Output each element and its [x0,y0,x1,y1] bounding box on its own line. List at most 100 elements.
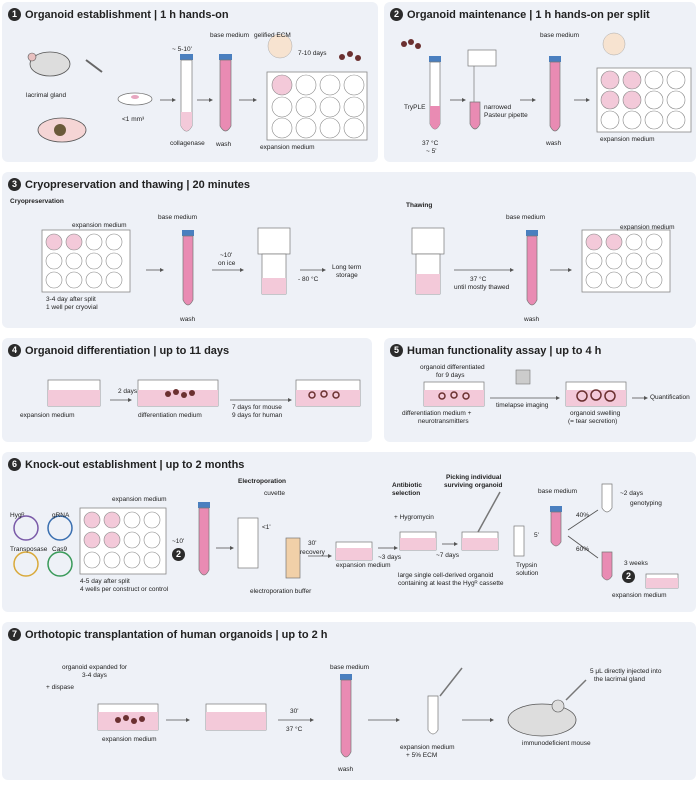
step-number-4: 4 [8,344,21,357]
label-hyg: Hygᴿ [10,512,25,519]
panel-5-illustration [423,369,648,407]
label-organoid-swelling: organoid swelling [570,410,621,417]
step-number-7: 7 [8,628,21,641]
label-hygromycin: + Hygromycin [394,514,434,521]
label-base-medium: base medium [210,32,250,39]
label-base-medium: base medium [330,664,370,671]
tube-icon [513,525,525,557]
label-storage: storage [336,272,358,279]
label-grna: gRNA [52,512,70,519]
plasmid-icon [13,551,39,577]
label-time-1: ~ 5-10' [172,46,192,53]
label-transposase: Transposase [10,546,48,553]
tube-icon [219,54,232,60]
label-ice-time: ~10' [220,252,233,259]
label-wash: wash [216,141,232,148]
label-temperature: 37 °C [422,140,439,147]
label-expansion-medium-2: expansion medium [336,562,391,569]
label-wash: wash [180,316,196,323]
label-time: ~ 5' [426,148,437,155]
label-base-medium: base medium [538,488,578,495]
label-human-days: 9 days for human [232,412,283,419]
pipette-icon [477,491,501,533]
label-after-split: 3-4 day after split [46,296,96,303]
label-long-term: Long term [332,264,362,271]
label-cryopreservation: Cryopreservation [10,198,64,205]
label-hyg-cassette: containing at least the Hygᴿ cassette [398,580,504,587]
step-number-6: 6 [8,458,21,471]
label-cuvette: cuvette [264,490,285,497]
tube-icon [427,695,439,735]
label-expansion-medium: expansion medium [20,412,75,419]
label-time-10: ~10' [172,538,185,545]
plasmid-icon [47,515,73,541]
label-narrowed: narrowed [484,104,512,111]
cuvette-icon [237,517,259,569]
step-number-2-ref-b: 2 [622,570,635,583]
tube-icon [526,230,538,236]
label-solution: solution [516,570,539,577]
label-base-medium: base medium [158,214,198,221]
syringe-icon [439,667,463,697]
label-differentiation-medium: differentiation medium [138,412,202,419]
label-pasteur-pipette: Pasteur pipette [484,112,528,119]
label-minus-80: - 80 °C [298,276,319,283]
mouse-icon [507,703,577,737]
tube-icon [340,674,352,680]
label-quantification: Quantification [650,394,690,401]
label-time-30: 30' [308,540,317,547]
label-time-1: <1' [262,524,271,531]
tube-icon [180,54,193,60]
cryovial-icon [257,227,291,255]
label-injected: 5 μL directly injected into [590,668,662,675]
label-3-4-days: 3-4 days [82,672,107,679]
label-temperature: 37 °C [286,726,303,733]
panel-4-illustration [47,379,361,407]
label-time-30: 30' [290,708,299,715]
label-thawing: Thawing [406,202,433,209]
label-selection: selection [392,490,421,497]
label-wash: wash [338,766,354,773]
label-time-5: 5' [534,532,539,539]
label-7-days: ~7 days [436,552,459,559]
label-base-medium: base medium [540,32,580,39]
label-dispase: + dispase [46,684,75,691]
label-expansion-medium: expansion medium [112,496,167,503]
label-tear-secretion: (= tear secretion) [568,418,618,425]
label-expansion-medium-3: expansion medium [612,592,667,599]
label-days: 7-10 days [298,50,327,57]
label-trypsin: Trypsin [516,562,538,569]
label-expansion-medium: expansion medium [260,144,315,151]
label-expansion-medium: expansion medium [600,136,655,143]
label-electroporation-buffer: electroporation buffer [250,588,312,595]
plasmid-icon [47,551,73,577]
label-expansion-medium-2: expansion medium [400,744,455,751]
label-wells-per-construct: 4 wells per construct or control [80,586,169,593]
label-for-9-days: for 9 days [436,372,465,379]
cryovial-icon [411,227,445,255]
label-40-percent: 40% [576,512,590,519]
tube-icon [550,506,562,512]
label-electroporation: Electroporation [238,478,287,485]
mouse-icon [29,51,71,77]
label-2-days: ~2 days [620,490,643,497]
label-timelapse-imaging: timelapse imaging [496,402,549,409]
plasmid-icon [13,515,39,541]
label-60-percent: 60% [576,546,590,553]
label-immunodeficient-mouse: immunodeficient mouse [522,740,591,747]
label-large-organoid: large single cell-derived organoid [398,572,494,579]
label-antibiotic: Antibiotic [392,482,422,489]
label-tryple: TryPLE [404,104,426,111]
step-number-3: 3 [8,178,21,191]
step-number-1: 1 [8,8,21,21]
label-2-days: 2 days [118,388,138,395]
